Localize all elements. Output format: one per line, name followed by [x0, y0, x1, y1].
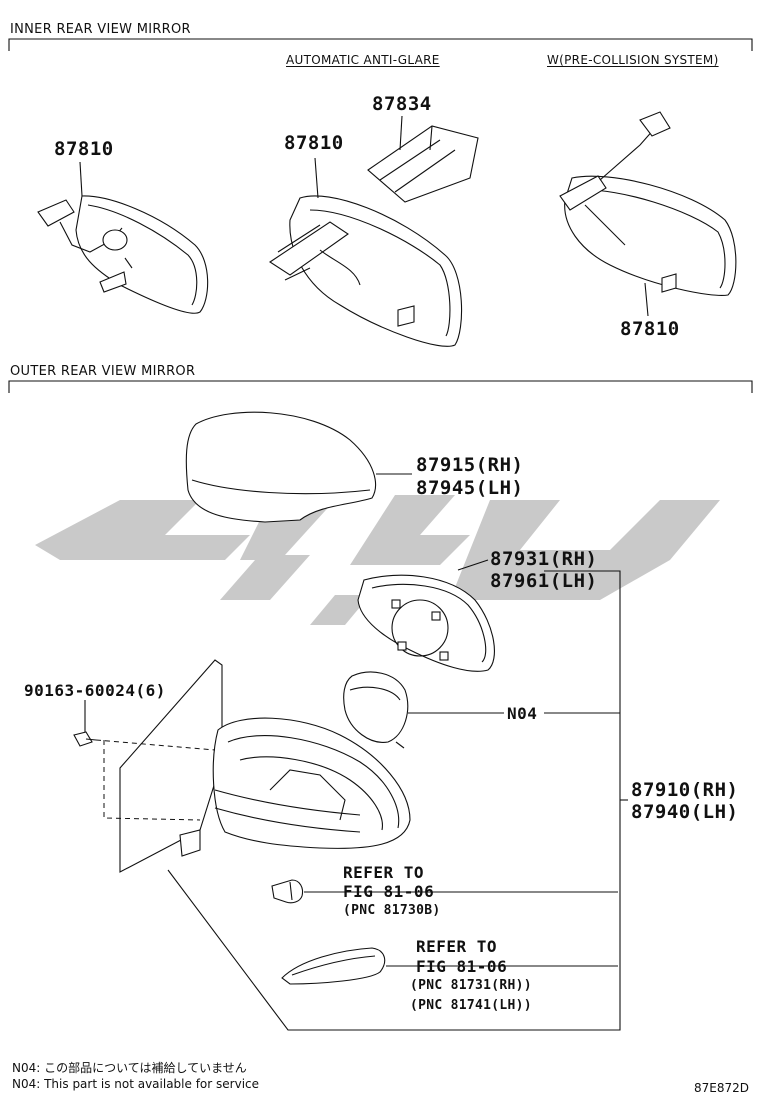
part-number-screw[interactable]: 90163-60024(6)	[24, 681, 166, 700]
part-number-assy-rh[interactable]: 87910(RH)	[631, 779, 739, 801]
note-english: N04: This part is not available for serv…	[12, 1077, 260, 1091]
mirror-cover-drawing	[367, 125, 479, 203]
screw-drawing	[73, 731, 97, 747]
part-number-87810-basic[interactable]: 87810	[54, 138, 114, 160]
refer1-line1: REFER TO	[343, 863, 425, 882]
part-number-87834[interactable]: 87834	[372, 93, 432, 115]
leader-87810-b	[314, 157, 319, 199]
outer-mirror-glass-drawing	[357, 574, 495, 672]
part-number-cover-lh[interactable]: 87945(LH)	[416, 477, 524, 499]
leader-87810-c	[644, 282, 649, 317]
part-number-87810-pcs[interactable]: 87810	[620, 318, 680, 340]
refer1-line2[interactable]: FIG 81-06	[343, 882, 435, 901]
side-turn-lamp-drawing	[281, 947, 386, 985]
screw-guide-dashed	[95, 739, 216, 821]
figure-code: 87E872D	[694, 1081, 749, 1095]
refer1-line3: (PNC 81730B)	[343, 903, 441, 918]
note-japanese: N04: この部品については補給していません	[12, 1061, 247, 1075]
section-title-outer: OUTER REAR VIEW MIRROR	[10, 364, 196, 379]
refer2-line1: REFER TO	[416, 937, 498, 956]
refer2-line3: (PNC 81731(RH))	[410, 978, 532, 993]
inner-mirror-antiglare-drawing	[268, 195, 463, 347]
assembly-bracket	[167, 570, 621, 1031]
leader-87810-a	[79, 161, 83, 197]
inner-mirror-basic-drawing	[37, 195, 209, 314]
outer-section-frame	[8, 380, 753, 393]
inner-mirror-pcs-drawing	[559, 111, 737, 296]
leader-glass	[457, 559, 489, 571]
part-number-glass-rh[interactable]: 87931(RH)	[490, 548, 598, 570]
watermark-logo	[35, 495, 720, 625]
part-number-glass-lh[interactable]: 87961(LH)	[490, 570, 598, 592]
bulb-drawing	[271, 879, 304, 904]
section-title-inner: INNER REAR VIEW MIRROR	[10, 22, 191, 37]
subtitle-pcs: W(PRE-COLLISION SYSTEM)	[547, 53, 719, 67]
part-number-assy-lh[interactable]: 87940(LH)	[631, 801, 739, 823]
part-number-cover-rh[interactable]: 87915(RH)	[416, 454, 524, 476]
outer-mirror-cover-drawing	[185, 411, 376, 523]
part-number-87810-antiglare[interactable]: 87810	[284, 132, 344, 154]
mirror-motor-drawing	[343, 671, 409, 749]
subtitle-anti-glare: AUTOMATIC ANTI-GLARE	[286, 53, 440, 67]
refer2-line4: (PNC 81741(LH))	[410, 998, 532, 1013]
inner-section-frame	[8, 38, 753, 51]
part-number-motor-n04[interactable]: N04	[507, 704, 538, 723]
refer2-line2[interactable]: FIG 81-06	[416, 957, 508, 976]
leader-87834	[399, 115, 403, 151]
